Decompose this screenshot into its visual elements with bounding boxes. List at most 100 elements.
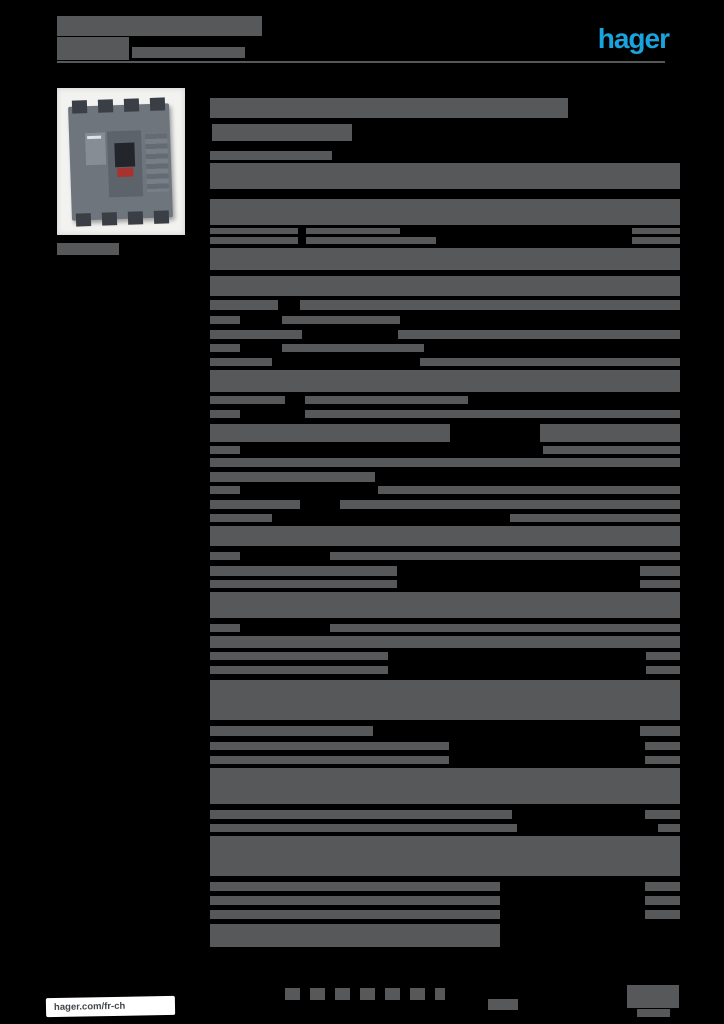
- spec-row-text-bar: [210, 151, 332, 160]
- spec-row-text-bar: [210, 472, 375, 482]
- spec-row-text-bar: [210, 424, 450, 442]
- spec-row-text-bar: [282, 316, 400, 324]
- breaker-terminal: [153, 210, 170, 224]
- document-title-bar: [210, 98, 568, 118]
- spec-row-text-bar: [330, 552, 680, 560]
- spec-table: [210, 0, 680, 1024]
- spec-row-text-bar: [645, 756, 680, 764]
- spec-row-text-bar: [540, 424, 680, 442]
- spec-row-text-bar: [210, 248, 680, 270]
- breaker-label-text: [87, 135, 102, 140]
- spec-row-text-bar: [645, 810, 680, 819]
- footer-logo-bar: [627, 985, 679, 1008]
- breaker-terminal: [127, 211, 144, 225]
- spec-row-text-bar: [210, 580, 397, 588]
- spec-row-text-bar: [210, 370, 680, 392]
- breaker-terminal: [97, 99, 114, 113]
- spec-row-text-bar: [330, 624, 680, 632]
- header-text-bar: [132, 47, 245, 58]
- spec-row-text-bar: [543, 446, 680, 454]
- spec-row-text-bar: [210, 276, 680, 296]
- breaker-terminal: [71, 100, 88, 114]
- spec-row-text-bar: [210, 228, 298, 234]
- document-subtitle-bar: [212, 124, 352, 141]
- spec-row-text-bar: [640, 566, 680, 576]
- spec-row-text-bar: [210, 486, 240, 494]
- spec-row-text-bar: [640, 726, 680, 736]
- spec-row-text-bar: [210, 163, 680, 189]
- header-text-bar: [57, 16, 262, 36]
- spec-row-text-bar: [210, 924, 500, 947]
- spec-row-text-bar: [210, 330, 302, 339]
- spec-row-text-bar: [340, 500, 680, 509]
- spec-row-text-bar: [210, 552, 240, 560]
- spec-row-text-bar: [210, 514, 272, 522]
- spec-row-text-bar: [632, 228, 680, 234]
- spec-row-text-bar: [420, 358, 680, 366]
- header-text-bar: [57, 37, 129, 60]
- spec-row-text-bar: [306, 228, 400, 234]
- spec-row-text-bar: [210, 199, 680, 225]
- breaker-indicator-window: [117, 167, 134, 178]
- spec-row-text-bar: [646, 666, 680, 674]
- breaker-terminal: [75, 213, 92, 227]
- spec-row-text-bar: [210, 316, 240, 324]
- spec-row-text-bar: [645, 882, 680, 891]
- spec-row-text-bar: [210, 410, 240, 418]
- breaker-terminal: [123, 98, 140, 112]
- spec-row-text-bar: [645, 910, 680, 919]
- spec-row-text-bar: [398, 330, 680, 339]
- photo-caption-bar: [57, 243, 119, 255]
- spec-row-text-bar: [210, 500, 300, 509]
- breaker-terminal: [149, 97, 166, 111]
- spec-row-text-bar: [210, 592, 680, 618]
- spec-row-text-bar: [210, 756, 449, 764]
- spec-row-text-bar: [210, 680, 680, 720]
- spec-row-text-bar: [646, 652, 680, 660]
- breaker-toggle: [114, 142, 136, 168]
- footer-icon-tail: [488, 999, 518, 1010]
- footer-icons-strip: [285, 988, 445, 1000]
- spec-row-text-bar: [210, 300, 278, 310]
- spec-row-text-bar: [210, 810, 512, 819]
- spec-row-text-bar: [305, 410, 680, 418]
- spec-row-text-bar: [210, 624, 240, 632]
- spec-row-text-bar: [645, 742, 680, 750]
- hager-logo: hager: [597, 23, 670, 54]
- spec-row-text-bar: [210, 768, 680, 804]
- spec-row-text-bar: [210, 910, 500, 919]
- spec-row-text-bar: [640, 580, 680, 588]
- spec-row-text-bar: [210, 742, 449, 750]
- spec-row-text-bar: [658, 824, 680, 832]
- spec-row-text-bar: [210, 896, 500, 905]
- spec-row-text-bar: [210, 526, 680, 546]
- spec-row-text-bar: [210, 358, 272, 366]
- spec-row-text-bar: [210, 458, 680, 467]
- spec-row-text-bar: [210, 344, 240, 352]
- spec-row-text-bar: [210, 396, 285, 404]
- spec-row-text-bar: [378, 486, 680, 494]
- circuit-breaker-image: [68, 97, 173, 227]
- spec-row-text-bar: [210, 636, 680, 648]
- spec-row-text-bar: [305, 396, 468, 404]
- product-photo: [57, 88, 185, 235]
- spec-row-text-bar: [510, 514, 680, 522]
- spec-row-text-bar: [300, 300, 680, 310]
- breaker-terminal: [101, 212, 118, 226]
- spec-row-text-bar: [645, 896, 680, 905]
- footer-url-link[interactable]: hager.com/fr-ch: [45, 995, 176, 1018]
- spec-row-text-bar: [210, 237, 298, 244]
- spec-row-text-bar: [282, 344, 424, 352]
- header-divider-line: [57, 61, 665, 63]
- spec-row-text-bar: [210, 446, 240, 454]
- spec-row-text-bar: [210, 652, 388, 660]
- spec-row-text-bar: [210, 566, 397, 576]
- spec-row-text-bar: [210, 666, 388, 674]
- spec-row-text-bar: [632, 237, 680, 244]
- spec-row-text-bar: [210, 824, 517, 832]
- spec-row-text-bar: [210, 882, 500, 891]
- footer-logo-bar: [637, 1009, 670, 1017]
- spec-row-text-bar: [210, 726, 373, 736]
- spec-row-text-bar: [210, 836, 680, 876]
